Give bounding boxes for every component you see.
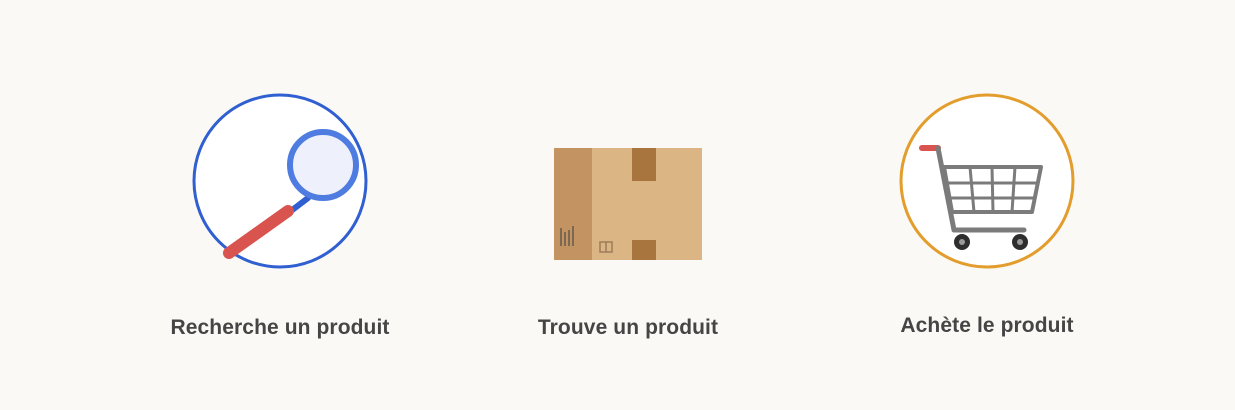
cardboard-box-icon: [554, 148, 702, 260]
step-buy: Achète le produit: [837, 0, 1137, 410]
cart-icon-container: [837, 90, 1137, 275]
step-label-find: Trouve un produit: [537, 316, 719, 339]
search-icon-container: [130, 90, 430, 275]
shopping-cart-icon: [899, 93, 1075, 269]
step-label-search: Recherche un produit: [170, 316, 390, 339]
magnifying-glass-icon: [192, 93, 368, 269]
box-icon-container: [478, 90, 778, 275]
step-find: Trouve un produit: [478, 0, 778, 410]
step-search: Recherche un produit: [130, 0, 430, 410]
step-label-buy: Achète le produit: [900, 314, 1074, 337]
